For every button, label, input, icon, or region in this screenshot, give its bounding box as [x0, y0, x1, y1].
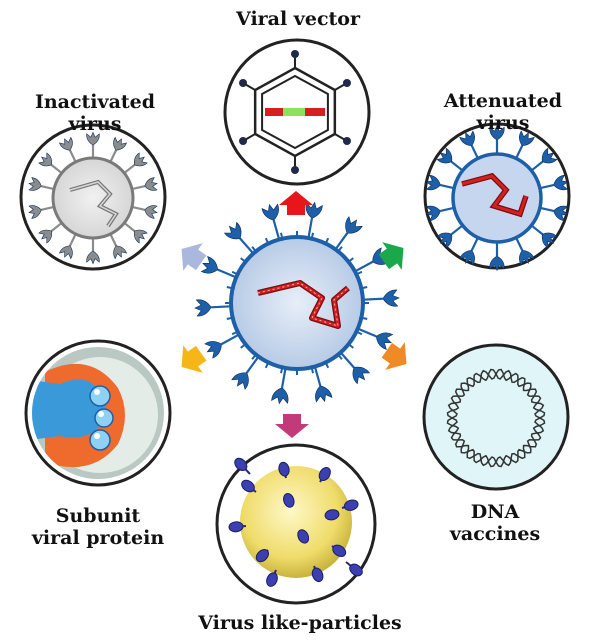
- vlp-spike: [278, 461, 290, 479]
- center-spike: [200, 256, 237, 279]
- attenuated-spike: [459, 237, 479, 266]
- dna-vaccines-panel: [422, 343, 570, 491]
- arrow-to-attenuated: [378, 242, 404, 270]
- inactivated-spike: [28, 205, 55, 219]
- attenuated-spike: [425, 174, 455, 191]
- center-spike: [271, 367, 289, 405]
- inactivated-envelope: [51, 156, 135, 240]
- inactivated-spike: [86, 131, 100, 158]
- label-inactivated-virus-line1: Inactivated: [34, 91, 156, 113]
- label-dna-line1: DNA: [470, 501, 520, 523]
- hexagon-knob: [291, 50, 299, 58]
- attenuated-spike: [489, 242, 505, 272]
- label-attenuated-virus-line2: virus: [476, 112, 530, 134]
- center-spike: [194, 299, 232, 317]
- vlp-spike: [234, 457, 251, 475]
- center-spike: [204, 333, 240, 359]
- label-viral-vector: Viral vector: [236, 8, 360, 30]
- vlp-spike: [283, 493, 295, 508]
- vlp-spike: [324, 509, 340, 521]
- arrow-to-dna: [381, 342, 407, 370]
- inactivated-spike: [131, 177, 158, 191]
- inactivated-spike: [58, 233, 77, 260]
- dna-strand-b: [446, 368, 546, 468]
- attenuated-spike: [436, 224, 464, 249]
- vlp-spike: [255, 549, 269, 563]
- attenuated-spike: [530, 224, 558, 249]
- attenuated-virus-panel: [423, 122, 571, 272]
- center-spike: [362, 289, 400, 307]
- attenuated-spike: [425, 205, 455, 222]
- inactivated-spike: [109, 233, 128, 260]
- hexagon-knob: [342, 79, 351, 87]
- vlp-capsid: [240, 466, 352, 578]
- attenuated-spike: [539, 174, 569, 191]
- center-envelope: [229, 235, 365, 371]
- attenuated-spike: [436, 147, 464, 172]
- subunit-protein-icon: [32, 347, 164, 479]
- hexagon-knob: [291, 166, 299, 174]
- subunit-protein-panel: [24, 339, 172, 487]
- inactivated-spike: [58, 136, 77, 163]
- attenuated-virus-icon: [425, 124, 569, 272]
- inactivated-spike: [109, 136, 128, 163]
- attenuated-spike: [530, 147, 558, 172]
- inactivated-spike: [123, 152, 148, 174]
- inactivated-spike: [131, 205, 158, 219]
- inactivated-spike: [28, 177, 55, 191]
- inactivated-spike: [86, 238, 100, 265]
- arrow-to-subunit: [181, 345, 207, 373]
- center-spike: [313, 366, 333, 403]
- label-subunit-line2: viral protein: [31, 527, 165, 549]
- vlp-panel: [215, 443, 377, 605]
- label-vlp: Virus like-particles: [198, 612, 402, 634]
- vlp-spike: [228, 521, 247, 533]
- vlp-spikes: [228, 457, 363, 587]
- label-dna-line2: vaccines: [449, 523, 541, 545]
- vlp-spike: [341, 499, 359, 511]
- hexagon-inner: [261, 74, 329, 150]
- inactivated-virus-icon: [28, 131, 158, 265]
- hexagon-knob: [239, 137, 248, 145]
- vlp-spike: [311, 565, 324, 583]
- label-subunit-line1: Subunit: [55, 505, 141, 527]
- vlp-spike: [318, 466, 331, 483]
- hexagon-knob: [239, 79, 248, 87]
- dna-vaccines-circle: [422, 343, 570, 491]
- label-inactivated-virus-line2: virus: [68, 113, 122, 135]
- center-spike: [223, 221, 255, 255]
- attenuated-spike: [539, 205, 569, 222]
- arrow-to-inactivated: [181, 243, 207, 271]
- inactivated-spike: [38, 152, 63, 174]
- attenuated-spike: [515, 237, 535, 266]
- center-spike: [231, 355, 260, 390]
- arrow-to-vlp: [275, 414, 309, 438]
- center-spike: [339, 351, 371, 385]
- vector-insert: [283, 108, 305, 116]
- attenuated-spike: [515, 130, 535, 159]
- viral-vector-panel: [223, 38, 371, 186]
- attenuated-spike: [489, 124, 505, 154]
- arrow-to-viral-vector: [279, 191, 313, 215]
- center-spike: [334, 216, 363, 251]
- center-spike: [357, 327, 394, 350]
- vlp-spike: [345, 561, 363, 577]
- vlp-spike: [297, 529, 310, 544]
- dna-plasmid-icon: [446, 368, 546, 468]
- inactivated-virus-panel: [19, 123, 167, 271]
- hexagon-knob: [342, 137, 351, 145]
- vlp-spike: [241, 479, 257, 493]
- vector-hexagon: [239, 50, 351, 174]
- center-spike: [305, 201, 323, 239]
- arrows: [181, 191, 407, 438]
- vlp-spike: [266, 569, 278, 587]
- center-virus: [194, 201, 400, 405]
- attenuated-spike: [459, 130, 479, 159]
- inactivated-spike: [123, 222, 148, 244]
- vlp-spike: [331, 544, 347, 557]
- center-spike: [261, 203, 281, 240]
- inactivated-spike: [38, 222, 63, 244]
- label-attenuated-virus-line1: Attenuated: [443, 90, 563, 112]
